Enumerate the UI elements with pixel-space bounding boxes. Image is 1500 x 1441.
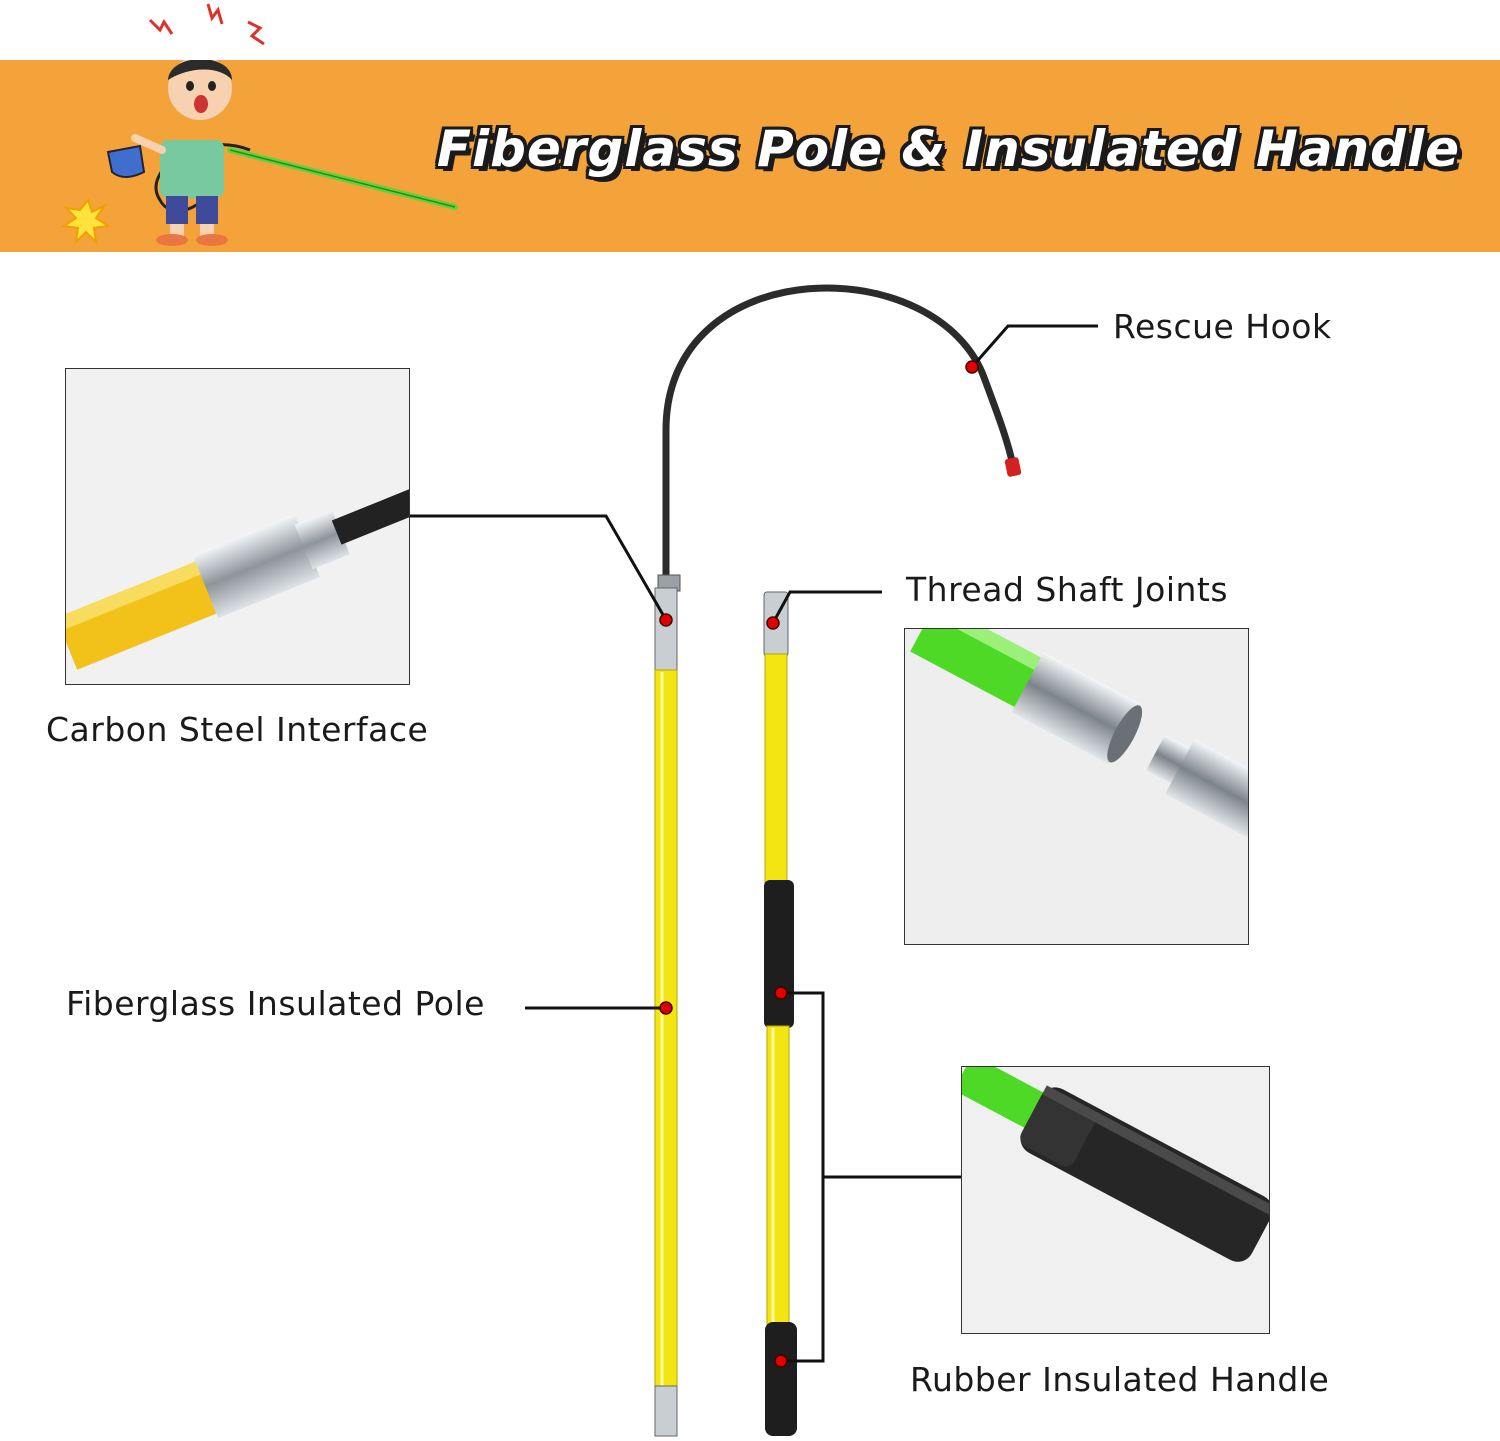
red-dot-marker-icon — [659, 613, 673, 627]
red-dot-marker-icon — [965, 360, 979, 374]
right-pole-fiberglass-upper — [764, 653, 788, 885]
label-rubber-insulated-handle: Rubber Insulated Handle — [910, 1360, 1330, 1399]
red-dot-marker-icon — [774, 1354, 788, 1368]
red-dot-marker-icon — [766, 616, 780, 630]
left-pole-metal-bottom — [654, 1385, 678, 1437]
banner-title: Fiberglass Pole & Insulated Handle — [436, 120, 1460, 178]
leader-carbon-steel — [409, 514, 668, 621]
shock-lines-icon — [148, 3, 265, 46]
right-pole-fiberglass-lower — [766, 1025, 790, 1327]
right-pole-rubber-grip-mid — [764, 880, 794, 1028]
left-pole-fiberglass — [654, 669, 678, 1389]
shocked-boy-illustration-icon — [61, 60, 458, 246]
hook-red-tip — [1004, 457, 1022, 477]
rubber-handle-icon — [962, 1067, 1269, 1333]
left-pole-metal-top — [654, 587, 678, 673]
red-dot-marker-icon — [659, 1001, 673, 1015]
right-pole-rubber-handle — [765, 1322, 797, 1436]
photo-carbon-steel-interface — [65, 368, 410, 685]
label-thread-shaft-joints: Thread Shaft Joints — [906, 570, 1229, 609]
thread-joint-icon — [905, 629, 1248, 944]
photo-thread-shaft-joints — [904, 628, 1249, 945]
label-fiberglass-insulated-pole: Fiberglass Insulated Pole — [66, 984, 485, 1023]
header-banner — [0, 60, 1500, 252]
photo-rubber-insulated-handle — [961, 1066, 1270, 1334]
rescue-hook — [662, 284, 1018, 589]
label-carbon-steel-interface: Carbon Steel Interface — [46, 710, 429, 749]
leader-rescue-hook — [970, 324, 1098, 368]
carbon-steel-connector-icon — [66, 369, 409, 684]
red-dot-marker-icon — [774, 986, 788, 1000]
leader-thread-joints — [771, 590, 882, 624]
label-rescue-hook: Rescue Hook — [1113, 307, 1332, 346]
